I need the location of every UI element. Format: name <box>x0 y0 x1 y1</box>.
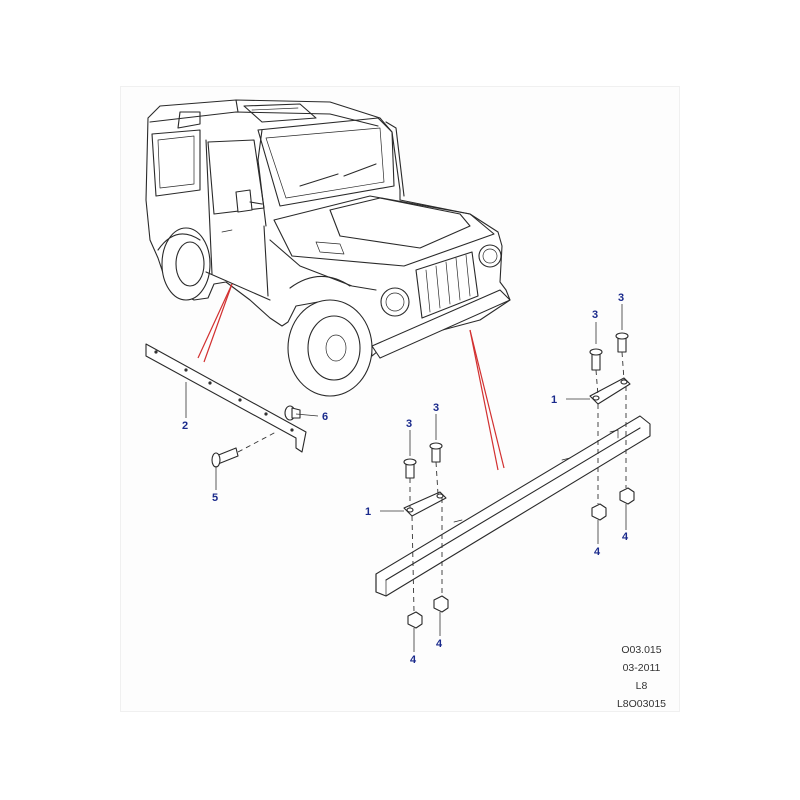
callout-4: 4 <box>436 638 443 650</box>
callout-labels: 1 1 2 3 3 3 3 4 4 4 4 5 6 <box>182 292 629 666</box>
callout-3: 3 <box>406 418 412 430</box>
callout-3: 3 <box>433 402 439 414</box>
nut-parts <box>407 487 635 629</box>
callout-2: 2 <box>182 420 188 432</box>
callout-4: 4 <box>622 531 629 543</box>
bolt-parts <box>403 332 629 479</box>
callout-6: 6 <box>322 411 328 423</box>
callout-3: 3 <box>592 309 598 321</box>
callout-5: 5 <box>212 492 218 504</box>
callout-4: 4 <box>410 654 417 666</box>
drawing-id: L8O03015 <box>616 698 666 710</box>
assembly-lines <box>409 351 627 613</box>
reference-date: 03-2011 <box>622 662 661 674</box>
pointer-line <box>469 329 505 469</box>
reference-level: L8 <box>635 680 648 692</box>
sill-trim-strip <box>145 343 307 453</box>
callout-4: 4 <box>594 546 601 558</box>
leader-lines <box>185 304 627 652</box>
screw-part <box>211 431 277 468</box>
callout-1: 1 <box>551 394 557 406</box>
callout-1: 1 <box>365 506 371 518</box>
mounting-bracket-rear <box>589 377 631 405</box>
callout-3: 3 <box>618 292 624 304</box>
pointer-line <box>197 283 233 359</box>
clip-part <box>284 405 301 421</box>
reference-code: O03.015 <box>621 644 662 656</box>
drawing-reference-block: O03.015 03-2011 L8 L8O03015 <box>617 641 666 713</box>
vehicle-illustration <box>145 99 511 397</box>
mounting-bracket-front <box>403 491 447 517</box>
pointer-line <box>469 329 499 471</box>
pointer-lines <box>197 283 505 471</box>
pointer-line <box>203 283 233 363</box>
